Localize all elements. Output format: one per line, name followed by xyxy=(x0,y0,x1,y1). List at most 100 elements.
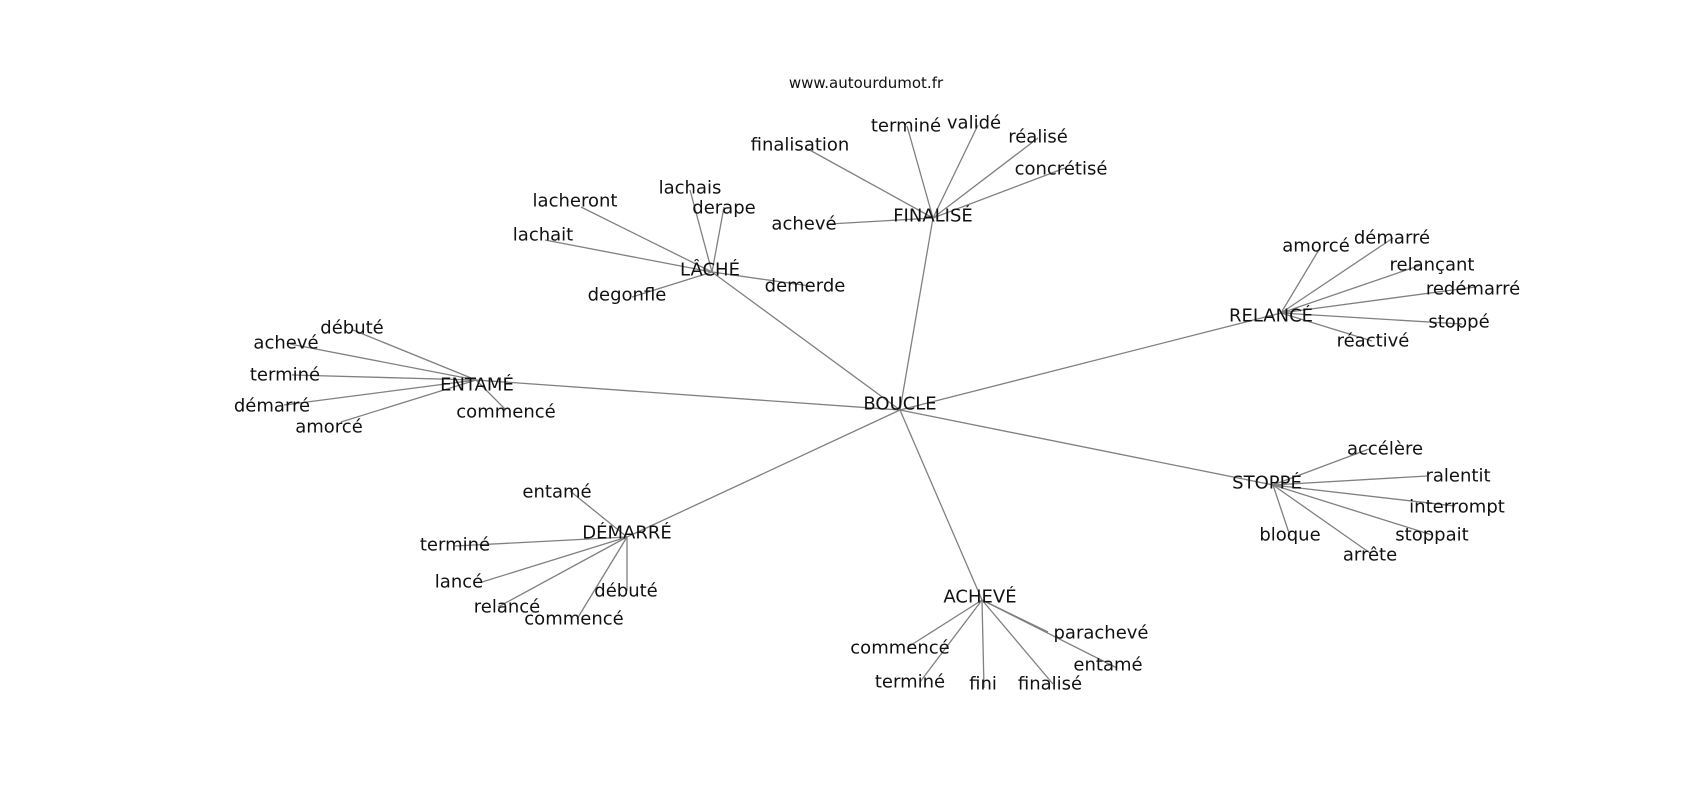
leaf-node-label: concrétisé xyxy=(1015,159,1108,180)
leaf-node-label: commencé xyxy=(850,638,949,659)
leaf-edge xyxy=(340,379,477,423)
source-watermark: www.autourdumot.fr xyxy=(789,74,944,92)
leaf-node-label: parachevé xyxy=(1054,623,1149,644)
leaf-edge xyxy=(1280,312,1463,325)
leaf-node-label: derape xyxy=(692,198,755,219)
leaf-edge xyxy=(1280,264,1422,314)
leaf-node-label: terminé xyxy=(420,535,490,556)
leaf-edge xyxy=(580,206,713,273)
leaf-node-label: degonfle xyxy=(588,285,667,306)
leaf-node-label: relançant xyxy=(1390,255,1475,276)
leaf-node-label: fini xyxy=(969,674,997,695)
hub-edge xyxy=(711,271,901,411)
leaf-node-label: réalisé xyxy=(1008,127,1068,148)
leaf-node-label: achevé xyxy=(253,333,318,354)
leaf-edge xyxy=(711,206,725,273)
leaf-edge xyxy=(291,374,477,381)
leaf-node-label: arrête xyxy=(1343,545,1397,566)
leaf-edge xyxy=(1280,237,1394,314)
hub-node-label: RELANCÉ xyxy=(1229,305,1313,327)
leaf-node-label: entamé xyxy=(1073,655,1142,676)
leaf-node-label: démarré xyxy=(1354,228,1430,249)
center-node-label: BOUCLE xyxy=(863,394,936,415)
hub-edge xyxy=(899,409,1274,486)
leaf-edge xyxy=(1272,484,1433,536)
leaf-node-label: lachait xyxy=(513,225,573,246)
leaf-edge xyxy=(283,379,477,406)
leaf-node-label: commencé xyxy=(456,402,555,423)
leaf-node-label: entamé xyxy=(522,482,591,503)
leaf-node-label: réactivé xyxy=(1337,331,1410,352)
leaf-node-label: relancé xyxy=(474,597,541,618)
leaf-edge xyxy=(569,490,628,538)
leaf-node-label: accélère xyxy=(1347,439,1423,460)
leaf-node-label: validé xyxy=(947,113,1001,134)
leaf-node-label: commencé xyxy=(524,609,623,630)
leaf-node-label: ralentit xyxy=(1425,466,1490,487)
leaf-edge xyxy=(711,271,811,287)
hub-node-label: DÉMARRÉ xyxy=(582,522,671,544)
leaf-node-label: terminé xyxy=(250,365,320,386)
leaf-edge xyxy=(475,379,507,411)
leaf-edge xyxy=(689,189,713,273)
leaf-edge xyxy=(1272,448,1370,486)
leaf-node-label: bloque xyxy=(1259,525,1320,546)
hub-node-label: LÂCHÉ xyxy=(680,259,740,281)
leaf-edge xyxy=(932,137,1039,219)
leaf-edge xyxy=(932,124,979,219)
leaf-edge xyxy=(289,343,477,381)
leaf-edge xyxy=(907,599,983,648)
hub-node-label: ENTAMÉ xyxy=(440,374,514,396)
leaf-edge xyxy=(805,147,934,219)
graph-edges xyxy=(283,124,1476,689)
leaf-edge xyxy=(352,329,477,381)
leaf-edge xyxy=(1280,312,1373,342)
hub-edge xyxy=(475,379,901,411)
leaf-node-label: amorcé xyxy=(1282,236,1350,257)
leaf-node-label: interrompt xyxy=(1409,497,1505,518)
leaf-node-label: redémarré xyxy=(1426,279,1520,300)
leaf-edge xyxy=(1272,475,1428,486)
leaf-edge xyxy=(631,271,713,298)
leaf-node-label: terminé xyxy=(871,116,941,137)
leaf-edge xyxy=(481,536,628,583)
leaf-edge xyxy=(932,167,1066,219)
leaf-node-label: demerde xyxy=(765,276,846,297)
leaf-edge xyxy=(981,599,985,689)
leaf-node-label: débuté xyxy=(320,318,383,339)
leaf-edge xyxy=(828,217,934,225)
leaf-edge xyxy=(1272,484,1456,507)
leaf-edge xyxy=(497,536,628,608)
leaf-edge xyxy=(981,599,1049,633)
leaf-node-label: finalisation xyxy=(751,135,850,156)
leaf-node-label: stoppé xyxy=(1428,312,1489,333)
leaf-node-label: amorcé xyxy=(295,417,363,438)
leaf-node-label: démarré xyxy=(234,396,310,417)
leaf-node-label: terminé xyxy=(875,672,945,693)
leaf-edge xyxy=(454,536,628,547)
hub-edge xyxy=(899,312,1282,411)
leaf-edge xyxy=(1272,484,1291,537)
leaf-edge xyxy=(1272,484,1371,554)
hub-edge xyxy=(899,409,983,601)
hub-edge xyxy=(899,217,934,411)
leaf-edge xyxy=(576,536,628,620)
leaf-node-label: finalisé xyxy=(1018,674,1082,695)
leaf-edge xyxy=(906,125,934,219)
leaf-node-label: achevé xyxy=(771,214,836,235)
leaf-node-label: lacheront xyxy=(533,191,618,212)
leaf-edge xyxy=(919,599,983,683)
hub-node-label: STOPPÉ xyxy=(1232,472,1302,494)
hub-edge xyxy=(626,409,901,538)
leaf-edge xyxy=(544,239,713,273)
hub-node-label: ACHEVÉ xyxy=(943,586,1016,608)
leaf-node-label: lachais xyxy=(659,178,722,199)
leaf-node-label: lancé xyxy=(435,572,483,593)
leaf-edge xyxy=(1280,247,1321,314)
leaf-node-label: débuté xyxy=(594,581,657,602)
leaf-node-label: stoppait xyxy=(1395,525,1468,546)
leaf-edge xyxy=(981,599,1054,685)
hub-node-label: FINALISÉ xyxy=(893,205,973,227)
